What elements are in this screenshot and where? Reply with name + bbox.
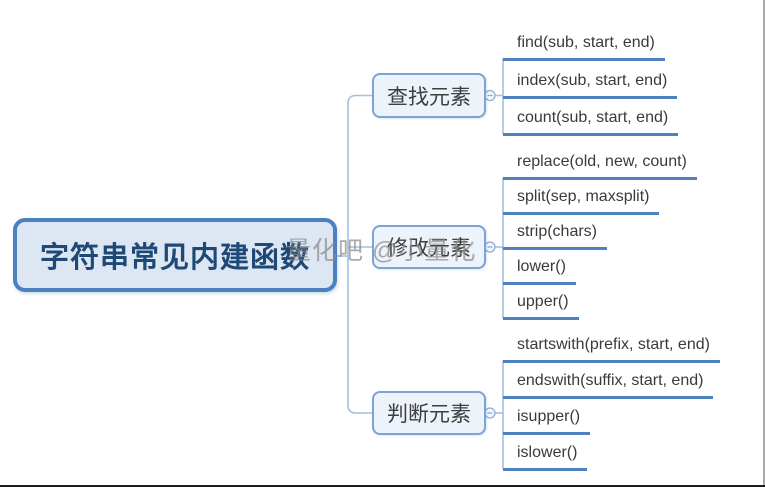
collapse-toggle-find[interactable] (484, 89, 496, 102)
leaf-topic-strip[interactable]: strip(chars) (503, 220, 608, 250)
leaf-topic-lower[interactable]: lower() (503, 255, 576, 285)
collapse-toggle-modify[interactable] (484, 241, 496, 253)
frame-bottom-edge (0, 485, 765, 487)
branch-topic-modify[interactable]: 修改元素 (372, 225, 486, 269)
leaf-topic-islower[interactable]: islower() (503, 441, 588, 471)
frame-right-edge (763, 0, 765, 487)
branch-topic-find[interactable]: 查找元素 (372, 73, 486, 118)
leaf-topic-replace[interactable]: replace(old, new, count) (503, 150, 697, 180)
leaf-topic-startswith[interactable]: startswith(prefix, start, end) (503, 333, 720, 363)
leaf-topic-isupper[interactable]: isupper() (503, 405, 591, 435)
leaf-topic-split[interactable]: split(sep, maxsplit) (503, 185, 660, 215)
leaf-topic-endswith[interactable]: endswith(suffix, start, end) (503, 369, 714, 399)
leaf-topic-find[interactable]: find(sub, start, end) (503, 31, 665, 61)
connector-bus (347, 94, 372, 414)
root-topic[interactable]: 字符串常见内建函数 (13, 218, 337, 292)
leaf-topic-count[interactable]: count(sub, start, end) (503, 106, 679, 136)
collapse-toggle-judge[interactable] (484, 407, 496, 419)
branch-topic-judge[interactable]: 判断元素 (372, 391, 486, 435)
leaf-topic-upper[interactable]: upper() (503, 290, 579, 320)
leaf-topic-index[interactable]: index(sub, start, end) (503, 69, 678, 99)
